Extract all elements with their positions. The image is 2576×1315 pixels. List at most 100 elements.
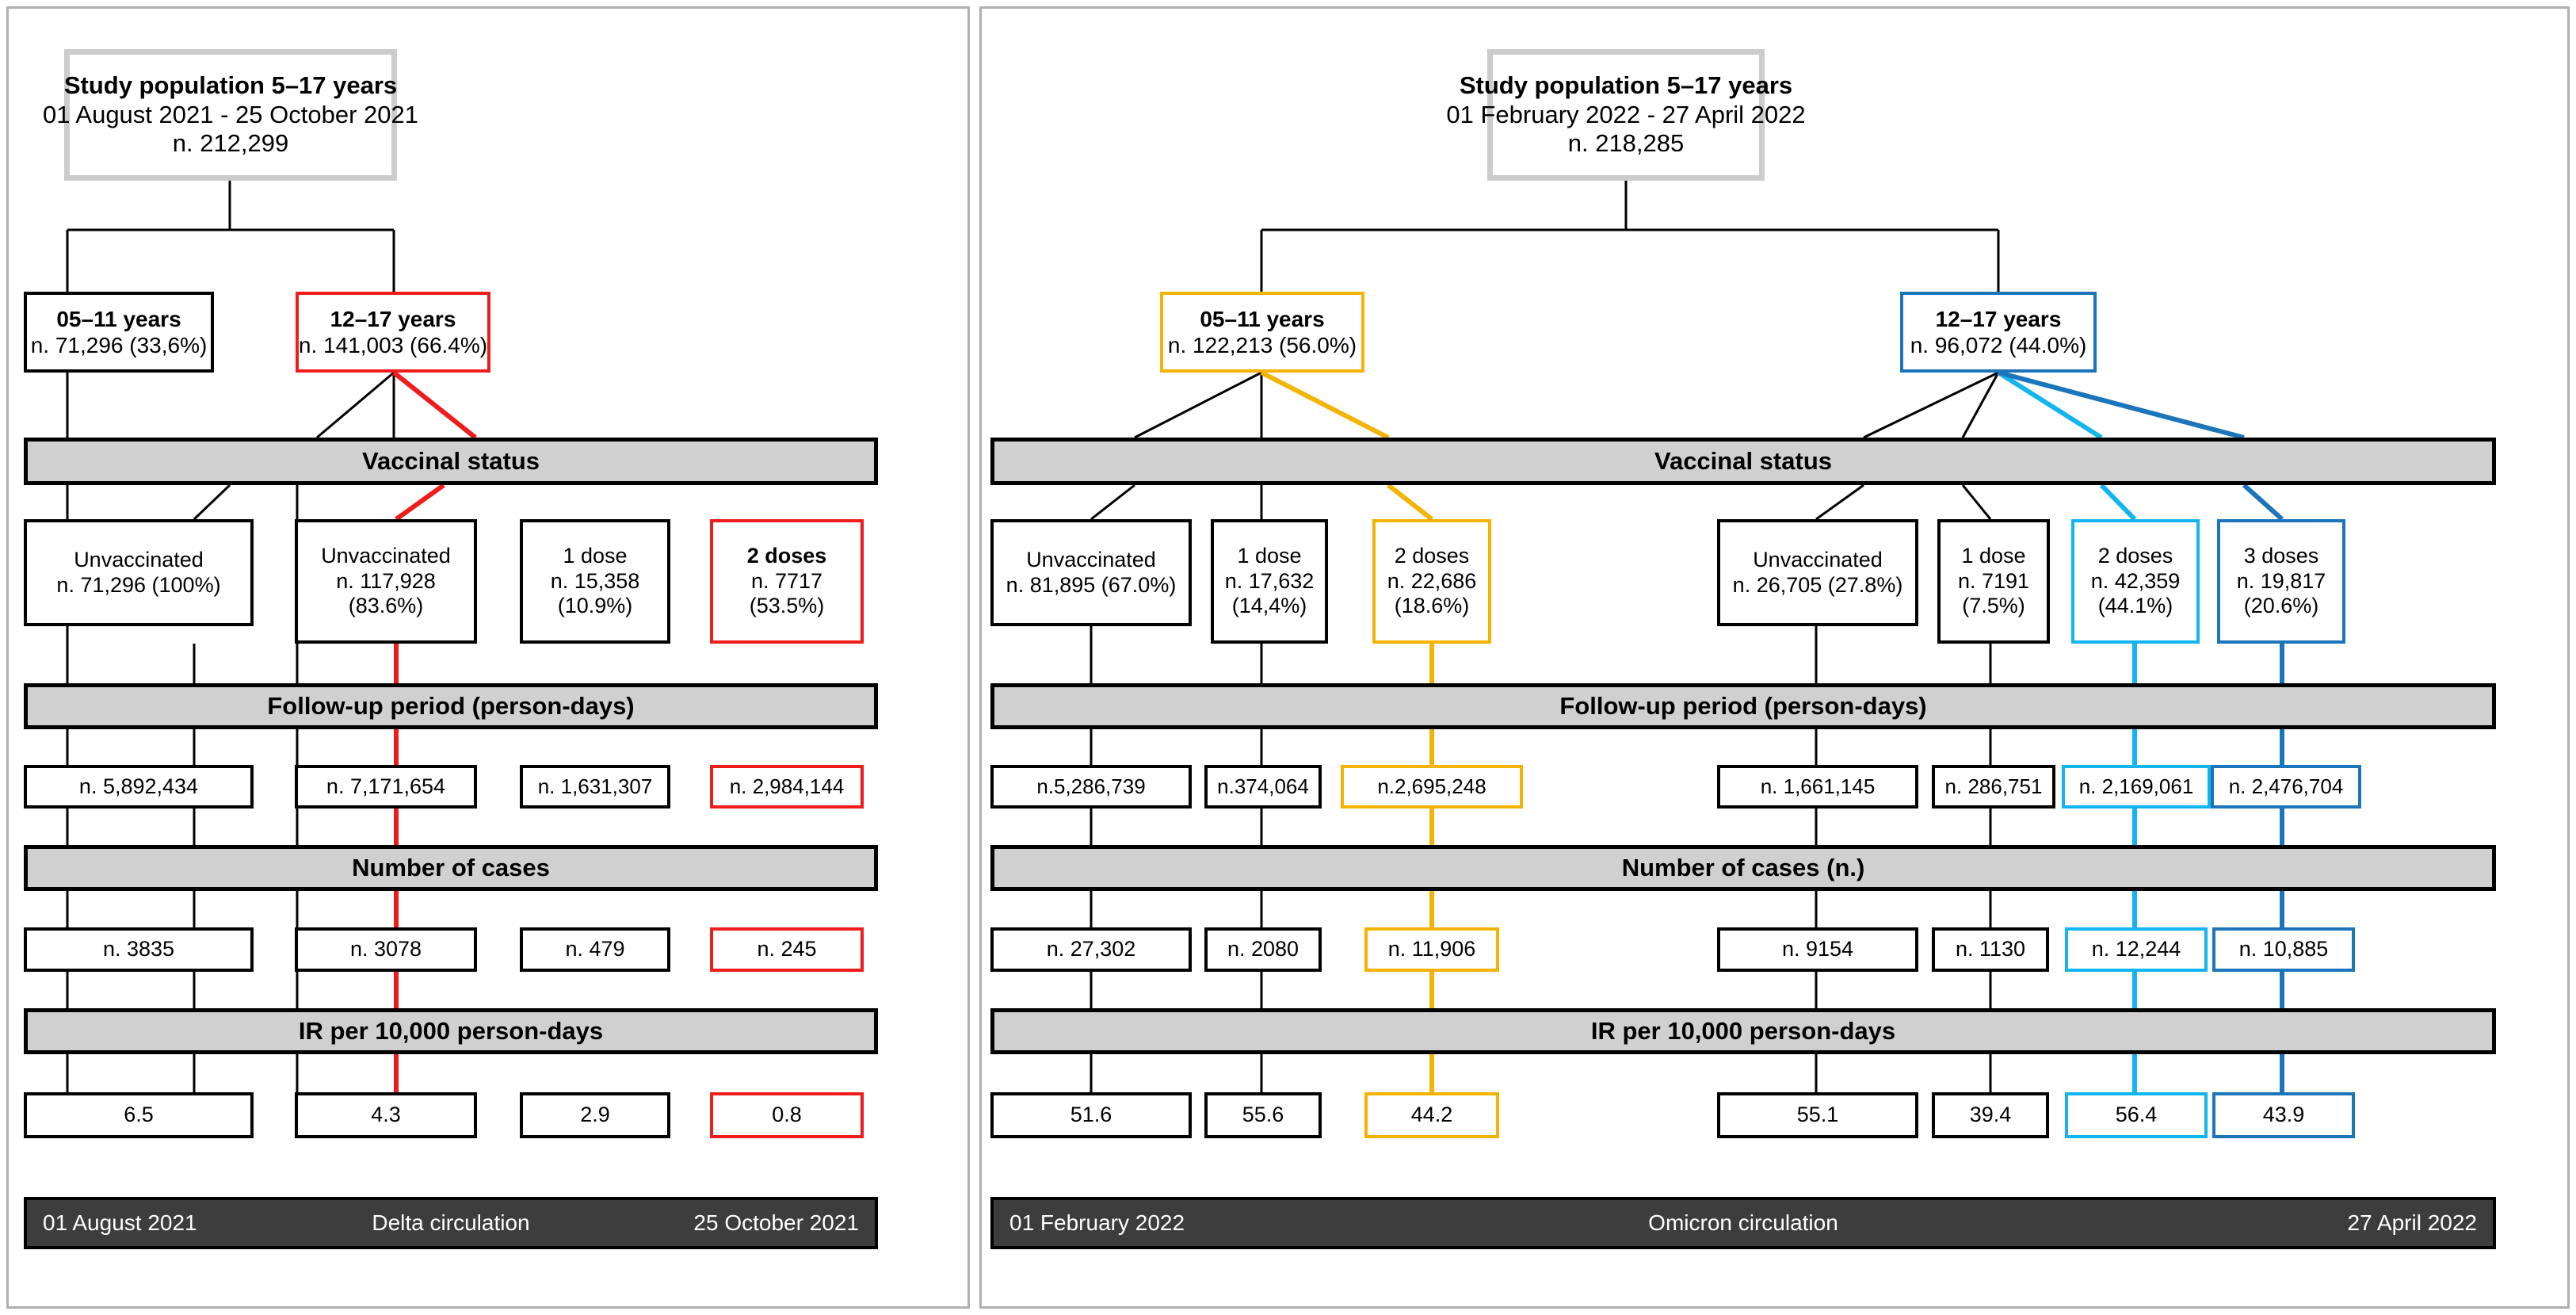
status-label: 2 doses bbox=[2097, 543, 2173, 568]
ir-box: 55.6 bbox=[1204, 1092, 1322, 1138]
status-label: 1 dose bbox=[1961, 543, 2026, 568]
footer-variant-label: Omicron circulation bbox=[1648, 1210, 1838, 1235]
footer-end-date: 25 October 2021 bbox=[693, 1210, 859, 1235]
age-group-label: 05–11 years bbox=[1200, 306, 1325, 331]
status-label: Unvaccinated bbox=[74, 547, 204, 571]
ir-box: 55.1 bbox=[1717, 1092, 1918, 1138]
age-group-box-12-17: 12–17 years n. 141,003 (66.4%) bbox=[296, 292, 490, 373]
ir-box: 4.3 bbox=[295, 1092, 477, 1138]
follow-up-value: n.5,286,739 bbox=[1036, 774, 1146, 799]
cases-box: n. 1130 bbox=[1932, 927, 2049, 972]
follow-up-value: n. 7,171,654 bbox=[326, 774, 446, 798]
follow-up-value: n. 2,984,144 bbox=[729, 774, 845, 799]
study-population-period: 01 February 2022 - 27 April 2022 bbox=[1446, 100, 1806, 128]
section-bar-follow-up: Follow-up period (person-days) bbox=[990, 683, 2496, 729]
ir-value: 6.5 bbox=[124, 1103, 154, 1127]
study-population-title: Study population 5–17 years bbox=[1459, 71, 1793, 100]
status-pct: (53.5%) bbox=[749, 594, 825, 618]
follow-up-value: n. 2,476,704 bbox=[2228, 774, 2344, 799]
follow-up-box: n. 2,476,704 bbox=[2211, 765, 2361, 808]
section-bar-label: Number of cases (n.) bbox=[1621, 854, 1865, 881]
status-box: 2 doses n. 7717 (53.5%) bbox=[710, 519, 864, 644]
age-group-n: n. 122,213 (56.0%) bbox=[1167, 333, 1357, 357]
follow-up-value: n.374,064 bbox=[1217, 774, 1309, 799]
age-group-label: 05–11 years bbox=[56, 306, 181, 331]
delta-period-panel: Study population 5–17 years 01 August 20… bbox=[0, 0, 976, 1315]
age-group-n: n. 71,296 (33,6%) bbox=[30, 333, 208, 357]
section-bar-label: IR per 10,000 person-days bbox=[1590, 1017, 1896, 1045]
ir-box: 2.9 bbox=[520, 1092, 670, 1138]
study-population-n: n. 212,299 bbox=[172, 129, 289, 158]
status-pct: (44.1%) bbox=[2097, 594, 2173, 618]
section-bar-label: Vaccinal status bbox=[1654, 447, 1832, 475]
status-n: n. 22,686 bbox=[1387, 568, 1477, 593]
follow-up-box: n. 1,661,145 bbox=[1717, 765, 1918, 808]
status-n: n. 7191 bbox=[1957, 568, 2030, 593]
status-box: Unvaccinated n. 71,296 (100%) bbox=[24, 519, 254, 626]
cases-value: n. 2080 bbox=[1227, 937, 1299, 961]
status-n: n. 42,359 bbox=[2090, 568, 2181, 593]
status-pct: (10.9%) bbox=[557, 594, 633, 618]
status-pct: (83.6%) bbox=[348, 594, 424, 618]
status-box: 1 dose n. 17,632 (14,4%) bbox=[1211, 519, 1328, 644]
cases-box: n. 3835 bbox=[24, 927, 254, 972]
status-n: n. 19,817 bbox=[2236, 568, 2326, 593]
cases-value: n. 3078 bbox=[349, 937, 422, 961]
follow-up-box: n. 1,631,307 bbox=[520, 765, 670, 808]
omicron-period-panel: Study population 5–17 years 01 February … bbox=[976, 0, 2576, 1315]
status-label: 2 doses bbox=[1394, 543, 1470, 568]
section-bar-cases: Number of cases (n.) bbox=[990, 845, 2496, 891]
age-group-n: n. 141,003 (66.4%) bbox=[298, 333, 488, 357]
cases-box: n. 27,302 bbox=[990, 927, 1192, 972]
ir-value: 43.9 bbox=[2262, 1103, 2305, 1127]
age-group-label: 12–17 years bbox=[1935, 306, 2062, 331]
follow-up-box: n.374,064 bbox=[1204, 765, 1322, 808]
cases-box: n. 12,244 bbox=[2065, 927, 2208, 972]
ir-value: 2.9 bbox=[580, 1103, 610, 1127]
follow-up-box: n. 286,751 bbox=[1932, 765, 2055, 808]
cases-box: n. 9154 bbox=[1717, 927, 1918, 972]
footer-end-date: 27 April 2022 bbox=[2347, 1210, 2477, 1235]
ir-value: 39.4 bbox=[1969, 1103, 2012, 1127]
period-footer-bar: 01 August 2021 Delta circulation 25 Octo… bbox=[24, 1197, 878, 1249]
cases-value: n. 9154 bbox=[1781, 937, 1854, 961]
status-box: 1 dose n. 7191 (7.5%) bbox=[1937, 519, 2050, 644]
section-bar-ir: IR per 10,000 person-days bbox=[24, 1008, 878, 1054]
status-box: Unvaccinated n. 81,895 (67.0%) bbox=[990, 519, 1192, 626]
status-label: Unvaccinated bbox=[1026, 547, 1156, 571]
footer-start-date: 01 August 2021 bbox=[43, 1210, 197, 1235]
age-group-label: 12–17 years bbox=[330, 306, 456, 331]
follow-up-value: n. 1,661,145 bbox=[1760, 774, 1876, 799]
study-population-box: Study population 5–17 years 01 February … bbox=[1446, 49, 1806, 181]
status-pct: (14,4%) bbox=[1231, 594, 1307, 618]
study-population-box: Study population 5–17 years 01 August 20… bbox=[43, 49, 418, 181]
age-group-box-12-17: 12–17 years n. 96,072 (44.0%) bbox=[1900, 292, 2097, 373]
period-footer-bar: 01 February 2022 Omicron circulation 27 … bbox=[990, 1197, 2496, 1249]
status-box: 3 doses n. 19,817 (20.6%) bbox=[2217, 519, 2345, 644]
section-bar-label: Follow-up period (person-days) bbox=[267, 692, 635, 720]
status-box: Unvaccinated n. 26,705 (27.8%) bbox=[1717, 519, 1918, 626]
cases-box: n. 479 bbox=[520, 927, 670, 972]
cases-value: n. 479 bbox=[565, 937, 625, 961]
follow-up-box: n. 2,984,144 bbox=[710, 765, 864, 808]
ir-value: 55.6 bbox=[1242, 1103, 1284, 1127]
status-label: Unvaccinated bbox=[321, 543, 451, 568]
status-n: n. 117,928 bbox=[336, 568, 436, 593]
status-label: 1 dose bbox=[1237, 543, 1302, 568]
section-bar-label: Number of cases bbox=[352, 854, 550, 881]
status-n: n. 7717 bbox=[750, 568, 823, 593]
status-box: Unvaccinated n. 117,928 (83.6%) bbox=[295, 519, 477, 644]
ir-value: 44.2 bbox=[1410, 1103, 1453, 1127]
study-population-title: Study population 5–17 years bbox=[63, 71, 398, 100]
follow-up-value: n. 5,892,434 bbox=[78, 774, 199, 798]
cases-value: n. 11,906 bbox=[1387, 937, 1476, 961]
follow-up-box: n. 7,171,654 bbox=[295, 765, 477, 808]
follow-up-value: n. 1,631,307 bbox=[537, 774, 653, 799]
ir-value: 0.8 bbox=[772, 1103, 802, 1127]
follow-up-box: n.5,286,739 bbox=[990, 765, 1192, 808]
status-n: n. 81,895 (67.0%) bbox=[1006, 572, 1177, 597]
status-pct: (18.6%) bbox=[1394, 594, 1470, 618]
footer-variant-label: Delta circulation bbox=[372, 1210, 530, 1235]
cases-value: n. 1130 bbox=[1955, 937, 2026, 961]
left-connectors bbox=[66, 181, 477, 1092]
